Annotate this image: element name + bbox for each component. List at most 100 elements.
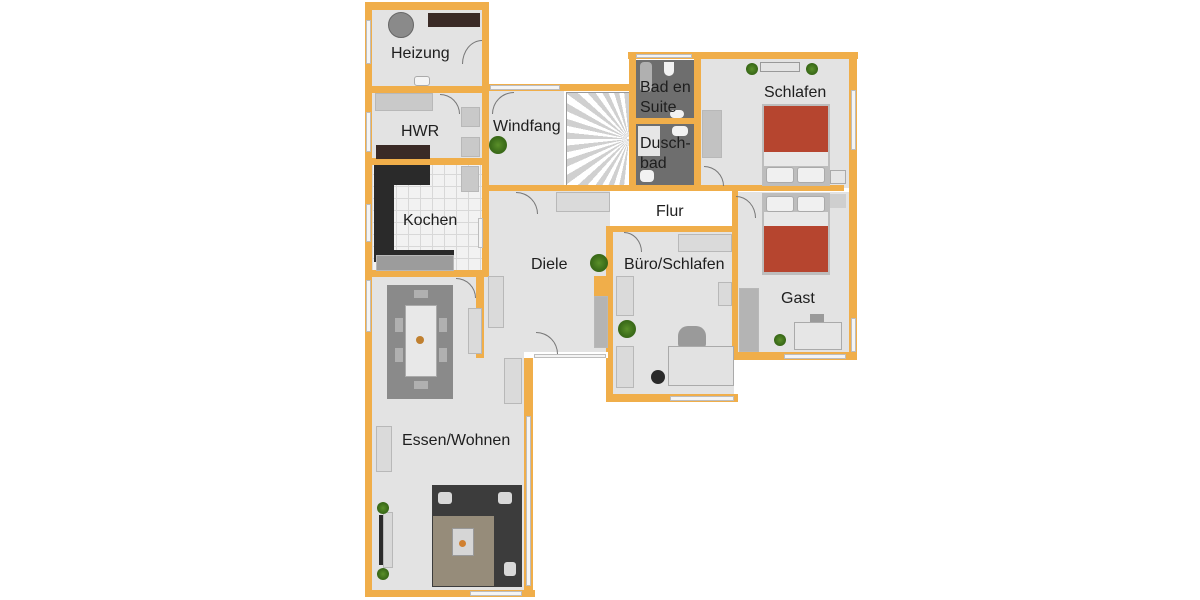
tv-icon: [379, 515, 384, 565]
tv-stand: [383, 512, 393, 568]
plant-icon: [806, 63, 818, 75]
bed-sheet: [764, 212, 828, 226]
wardrobe: [594, 296, 608, 348]
sink-icon: [414, 76, 430, 86]
chair: [414, 290, 428, 298]
nightstand: [830, 194, 846, 208]
wall: [606, 226, 738, 232]
chair: [439, 348, 447, 362]
room-label-hwr: HWR: [401, 123, 440, 140]
wall: [632, 118, 698, 124]
armchair: [438, 492, 452, 504]
room-label-windfang: Windfang: [493, 118, 561, 135]
room-label-schlafen: Schlafen: [764, 84, 827, 101]
wastebasket: [651, 370, 665, 384]
chair: [395, 318, 403, 332]
room-label-diele: Diele: [531, 256, 568, 273]
window: [366, 20, 371, 64]
room-label-heizung: Heizung: [391, 45, 450, 62]
flur-area: [612, 192, 732, 226]
room-diele-floor: [484, 190, 610, 356]
plant-icon: [377, 502, 389, 514]
window: [851, 318, 856, 352]
plant-icon: [377, 568, 389, 580]
room-label-buero-schlafen: Büro/Schlafen: [624, 256, 725, 273]
wall: [732, 186, 738, 360]
pillow: [766, 167, 794, 183]
chair: [395, 348, 403, 362]
sideboard: [468, 308, 482, 354]
room-label-bad-en-suite-line1: Bad en: [640, 79, 691, 96]
sideboard: [488, 276, 504, 328]
desk: [668, 346, 734, 386]
window: [366, 112, 371, 152]
room-label-duschbad-line1: Dusch-: [640, 135, 691, 152]
shower: [638, 126, 660, 156]
wall: [606, 226, 613, 402]
office-chair: [678, 326, 706, 348]
centerpiece-icon: [459, 540, 466, 547]
cabinet: [504, 358, 522, 404]
bed: [764, 226, 828, 272]
plant-icon: [774, 334, 786, 346]
sink-icon: [672, 126, 688, 136]
room-label-bad-en-suite-line2: Suite: [640, 99, 677, 116]
bench: [556, 192, 610, 212]
armchair: [498, 492, 512, 504]
cabinet: [718, 282, 732, 306]
bed: [764, 106, 828, 154]
wall: [365, 270, 489, 277]
window: [636, 54, 692, 58]
desk: [794, 322, 842, 350]
nightstand: [830, 170, 846, 184]
wall: [365, 2, 489, 10]
toilet-icon: [640, 170, 654, 182]
wall: [365, 158, 489, 165]
wall: [365, 86, 489, 93]
window: [670, 396, 734, 401]
cabinet: [616, 276, 634, 316]
pillow: [797, 167, 825, 183]
wall: [365, 590, 535, 597]
room-label-duschbad-line2: bad: [640, 155, 667, 172]
window: [526, 416, 531, 586]
kitchen-counter-side: [374, 165, 394, 257]
centerpiece-icon: [416, 336, 424, 344]
pillow: [797, 196, 825, 212]
cabinet: [616, 346, 634, 388]
plant-icon: [590, 254, 608, 272]
dryer: [461, 137, 480, 157]
pillow: [766, 196, 794, 212]
window: [851, 90, 856, 150]
wall: [628, 52, 858, 59]
window: [490, 85, 560, 90]
room-label-gast: Gast: [781, 290, 815, 307]
wall: [594, 276, 612, 296]
chair: [439, 318, 447, 332]
washer: [461, 107, 480, 127]
room-label-flur: Flur: [656, 203, 684, 220]
chair: [414, 381, 428, 389]
wardrobe: [702, 110, 722, 158]
heizung-cabinet: [428, 13, 480, 27]
boiler-icon: [388, 12, 414, 38]
plant-icon: [618, 320, 636, 338]
dresser: [760, 62, 800, 72]
window: [366, 204, 371, 242]
wall: [484, 185, 844, 191]
room-label-kochen: Kochen: [403, 212, 458, 229]
kitchen-counter-lower: [376, 255, 454, 271]
window: [366, 280, 371, 332]
window: [470, 591, 522, 596]
plant-icon: [746, 63, 758, 75]
fridge: [461, 166, 479, 192]
armchair: [504, 562, 516, 576]
plant-icon: [489, 136, 507, 154]
wardrobe: [739, 288, 759, 352]
window: [784, 354, 846, 359]
bed-sheet: [764, 152, 828, 166]
hwr-shelf: [375, 93, 433, 111]
bathtub: [640, 62, 652, 92]
hwr-counter: [376, 145, 430, 159]
